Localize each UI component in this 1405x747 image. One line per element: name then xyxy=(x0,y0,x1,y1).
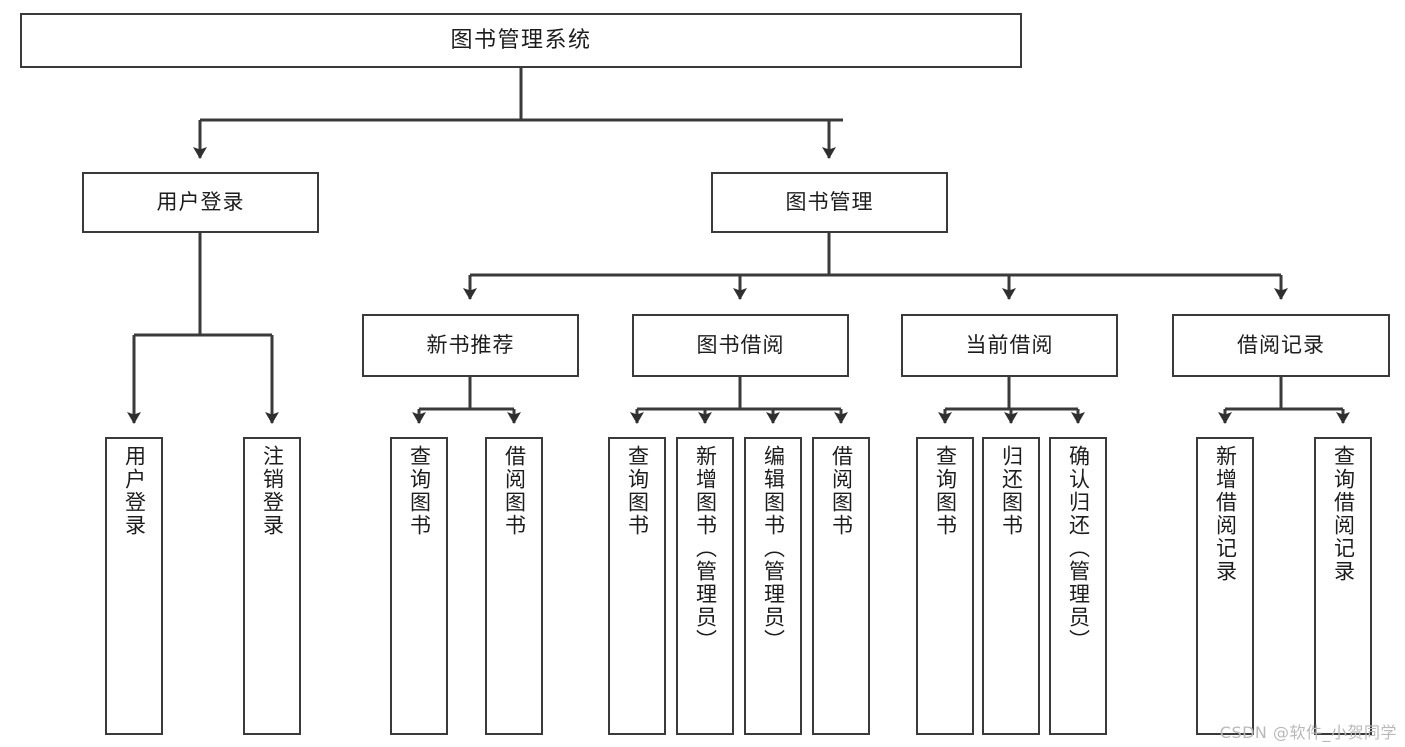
node-leaf-borrow-books-recommend[interactable]: 借阅图书 xyxy=(485,437,543,735)
node-leaf-return-books[interactable]: 归还图书 xyxy=(982,437,1040,735)
node-leaf-user-login[interactable]: 用户登录 xyxy=(105,437,163,735)
node-leaf-add-book-admin[interactable]: 新增图书（管理员） xyxy=(676,437,734,735)
node-label: 图书管理系统 xyxy=(450,27,592,53)
node-label: 确认归还（管理员） xyxy=(1066,445,1091,652)
node-label: 用户登录 xyxy=(122,445,147,537)
node-label: 查询借阅记录 xyxy=(1331,445,1356,583)
node-label: 查询图书 xyxy=(625,445,650,537)
node-leaf-query-borrow-record[interactable]: 查询借阅记录 xyxy=(1314,437,1372,735)
node-label: 用户登录 xyxy=(156,190,245,215)
node-label: 编辑图书（管理员） xyxy=(761,445,786,652)
node-label: 归还图书 xyxy=(999,445,1024,537)
node-new-book-recommend[interactable]: 新书推荐 xyxy=(362,314,579,377)
node-borrow-record[interactable]: 借阅记录 xyxy=(1172,314,1390,377)
node-book-management[interactable]: 图书管理 xyxy=(711,172,948,233)
node-leaf-logout[interactable]: 注销登录 xyxy=(243,437,301,735)
node-label: 查询图书 xyxy=(407,445,432,537)
node-leaf-confirm-return-admin[interactable]: 确认归还（管理员） xyxy=(1049,437,1107,735)
node-label: 图书借阅 xyxy=(696,333,785,358)
node-label: 图书管理 xyxy=(785,190,874,215)
node-leaf-edit-book-admin[interactable]: 编辑图书（管理员） xyxy=(744,437,802,735)
node-label: 借阅图书 xyxy=(829,445,854,537)
node-label: 当前借阅 xyxy=(965,333,1054,358)
node-leaf-borrow-books[interactable]: 借阅图书 xyxy=(812,437,870,735)
node-label: 注销登录 xyxy=(260,445,285,537)
node-root-book-management-system[interactable]: 图书管理系统 xyxy=(20,13,1022,68)
node-user-login[interactable]: 用户登录 xyxy=(82,172,319,233)
node-leaf-query-books-recommend[interactable]: 查询图书 xyxy=(390,437,448,735)
node-label: 查询图书 xyxy=(933,445,958,537)
csdn-watermark: CSDN @软件_小贺同学 xyxy=(1219,723,1397,742)
node-label: 新增借阅记录 xyxy=(1213,445,1238,583)
node-leaf-query-books-current[interactable]: 查询图书 xyxy=(916,437,974,735)
node-book-borrow[interactable]: 图书借阅 xyxy=(632,314,849,377)
node-label: 借阅记录 xyxy=(1237,333,1325,358)
node-label: 新增图书（管理员） xyxy=(693,445,718,652)
node-leaf-add-borrow-record[interactable]: 新增借阅记录 xyxy=(1196,437,1254,735)
node-leaf-query-books-borrow[interactable]: 查询图书 xyxy=(608,437,666,735)
node-current-borrow[interactable]: 当前借阅 xyxy=(901,314,1118,377)
node-label: 借阅图书 xyxy=(502,445,527,537)
node-label: 新书推荐 xyxy=(426,333,515,358)
